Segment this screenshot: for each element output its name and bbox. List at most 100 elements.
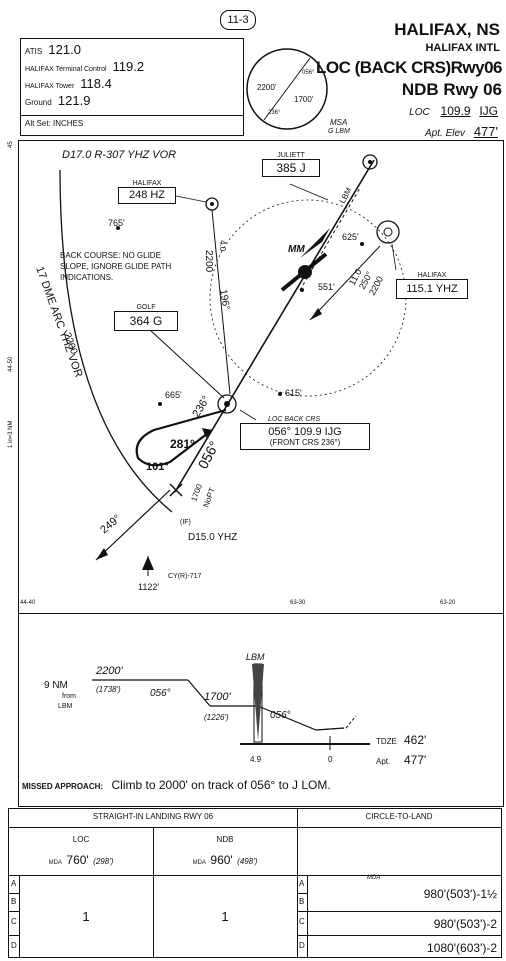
spot-551: 551'	[318, 282, 335, 292]
profile-fix: LBM	[58, 703, 73, 710]
halifax-ndb-name: HALIFAX	[132, 180, 162, 187]
halifax-ndb-freq: 248 HZ	[118, 187, 176, 204]
alt-2200-ndb: 2200	[203, 250, 214, 273]
d15-label: D15.0 YHZ	[188, 532, 237, 543]
ctl-cat-d: D	[299, 941, 305, 950]
profile-alt1-agl: (1738')	[96, 685, 121, 694]
loc-label: LOC	[409, 107, 430, 118]
elev-value: 477'	[473, 124, 498, 139]
msa-alt-right: 1700'	[294, 95, 314, 104]
loc-column-label: LOC	[72, 835, 90, 844]
halifax-ndb-fix: HALIFAX 248 HZ	[118, 180, 176, 204]
profile-lbm: LBM	[246, 652, 265, 662]
ctl-cat-a: A	[299, 879, 305, 888]
ground-freq: 121.9	[57, 93, 91, 108]
tdze-label: TDZE	[376, 737, 397, 746]
msa-alt-left: 2200'	[257, 83, 277, 92]
ndb-hat: (498')	[237, 857, 258, 866]
lon-left: 44-40	[20, 600, 36, 606]
spot-615: 615'	[285, 388, 302, 398]
loc-frequency-line: LOC 109.9 IJG	[409, 104, 498, 118]
loc-visibility: 1	[82, 909, 90, 924]
proc-281: 281°	[170, 437, 195, 451]
ndb-column-label: NDB	[216, 835, 234, 844]
atis-label: ATIS	[25, 47, 43, 56]
msa-brg-1: 056°	[302, 70, 315, 76]
missed-label: MISSED APPROACH:	[22, 782, 104, 791]
spot-625: 625'	[342, 232, 359, 242]
lon-right: 63-20	[440, 600, 456, 606]
straight-in-header: STRAIGHT-IN LANDING RWY 06	[92, 812, 214, 821]
cat-a: A	[11, 879, 17, 888]
profile-from: from	[62, 693, 76, 700]
halifax-vor-fix: HALIFAX 115.1 YHZ	[396, 272, 468, 299]
ground-row: Ground 121.9	[25, 93, 90, 108]
atis-row: ATIS 121.0	[25, 42, 81, 57]
comms-box: ATIS 121.0 HALIFAX Terminal Control 119.…	[20, 38, 244, 136]
back-course-note: BACK COURSE: NO GLIDE SLOPE, IGNORE GLID…	[60, 251, 172, 282]
apt-value: 477'	[404, 753, 426, 767]
loc-freq: 109.9	[440, 104, 471, 118]
loc-mda: MDA 760' (298')	[9, 851, 153, 869]
ndb-mda-label: MDA	[192, 860, 206, 866]
d17-label: D17.0 R-307 YHZ VOR	[62, 149, 176, 161]
spot-665: 665'	[165, 390, 182, 400]
elev-label: Apt. Elev	[425, 128, 466, 139]
ndb-visibility: 1	[221, 909, 229, 924]
profile-dist-0: 0	[328, 755, 333, 764]
atis-freq: 121.0	[48, 42, 81, 57]
juliett-freq: 385 J	[262, 159, 320, 177]
ndb-mda-value: 960'	[210, 853, 233, 867]
dist-4-0: 4.0	[218, 240, 227, 252]
missed-approach: MISSED APPROACH: Climb to 2000' on track…	[22, 776, 500, 794]
city-title: HALIFAX, NS	[394, 20, 500, 39]
front-course: (FRONT CRS 236°)	[269, 438, 341, 447]
loc-back-course-box: LOC BACK CRS 056° 109.9 IJG (FRONT CRS 2…	[240, 416, 370, 450]
cat-c: C	[11, 917, 17, 926]
elevation-line: Apt. Elev 477'	[425, 124, 498, 139]
cat-d: D	[11, 941, 17, 950]
loc-mda-value: 760'	[66, 853, 89, 867]
profile-dist: 9 NM	[44, 680, 68, 691]
course-196: 196°	[217, 289, 231, 311]
proc-101: 101°	[146, 461, 169, 473]
profile-alt1: 2200'	[95, 665, 123, 677]
ctl-d: 1080'(603')-2	[427, 941, 497, 955]
terminal-freq: 119.2	[112, 59, 145, 74]
if-label: (IF)	[180, 519, 191, 526]
approach-title-1: LOC (BACK CRS)Rwy06	[315, 58, 503, 77]
lon-mid: 63-30	[290, 600, 306, 606]
profile-dist-4: 4.9	[250, 755, 262, 764]
profile-crs1: 056°	[150, 688, 171, 699]
golf-freq: 364 G	[114, 311, 178, 331]
page-number-badge: 11-3	[220, 10, 256, 30]
profile-frame	[18, 612, 504, 807]
golf-fix: GOLF 364 G	[114, 304, 178, 331]
airport-name: HALIFAX INTL	[425, 42, 500, 54]
tdze-value: 462'	[404, 733, 426, 747]
minima-table: STRAIGHT-IN LANDING RWY 06 CIRCLE-TO-LAN…	[8, 808, 502, 958]
msa-fix: G LBM	[328, 128, 350, 135]
side-scale: 1 in=3 NM	[8, 420, 14, 448]
profile-crs2: 056°	[270, 710, 291, 721]
obstacle-1122: 1122'	[138, 582, 159, 592]
cat-b: B	[11, 897, 17, 906]
ctl-ab: 980'(503')-1½	[423, 887, 497, 901]
juliett-fix: JULIETT 385 J	[262, 152, 320, 177]
altimeter-setting: Alt Set: INCHES	[25, 119, 84, 128]
loc-bc-label: LOC BACK CRS	[268, 416, 321, 423]
ctl-mda-label: MDA	[367, 875, 381, 881]
juliett-name: JULIETT	[277, 152, 305, 159]
circle-header: CIRCLE-TO-LAND	[365, 812, 433, 821]
lat-mid: 44-50	[8, 356, 14, 372]
ground-label: Ground	[25, 98, 52, 107]
tower-freq: 118.4	[80, 76, 112, 91]
ctl-cat-b: B	[299, 897, 305, 906]
loc-ident: IJG	[479, 104, 498, 118]
halifax-vor-name: HALIFAX	[417, 272, 447, 279]
cy-label: CY(R)-717	[168, 573, 202, 580]
ctl-cat-c: C	[299, 917, 305, 926]
mm-label: MM	[288, 244, 305, 255]
plan-view-frame	[18, 140, 504, 614]
